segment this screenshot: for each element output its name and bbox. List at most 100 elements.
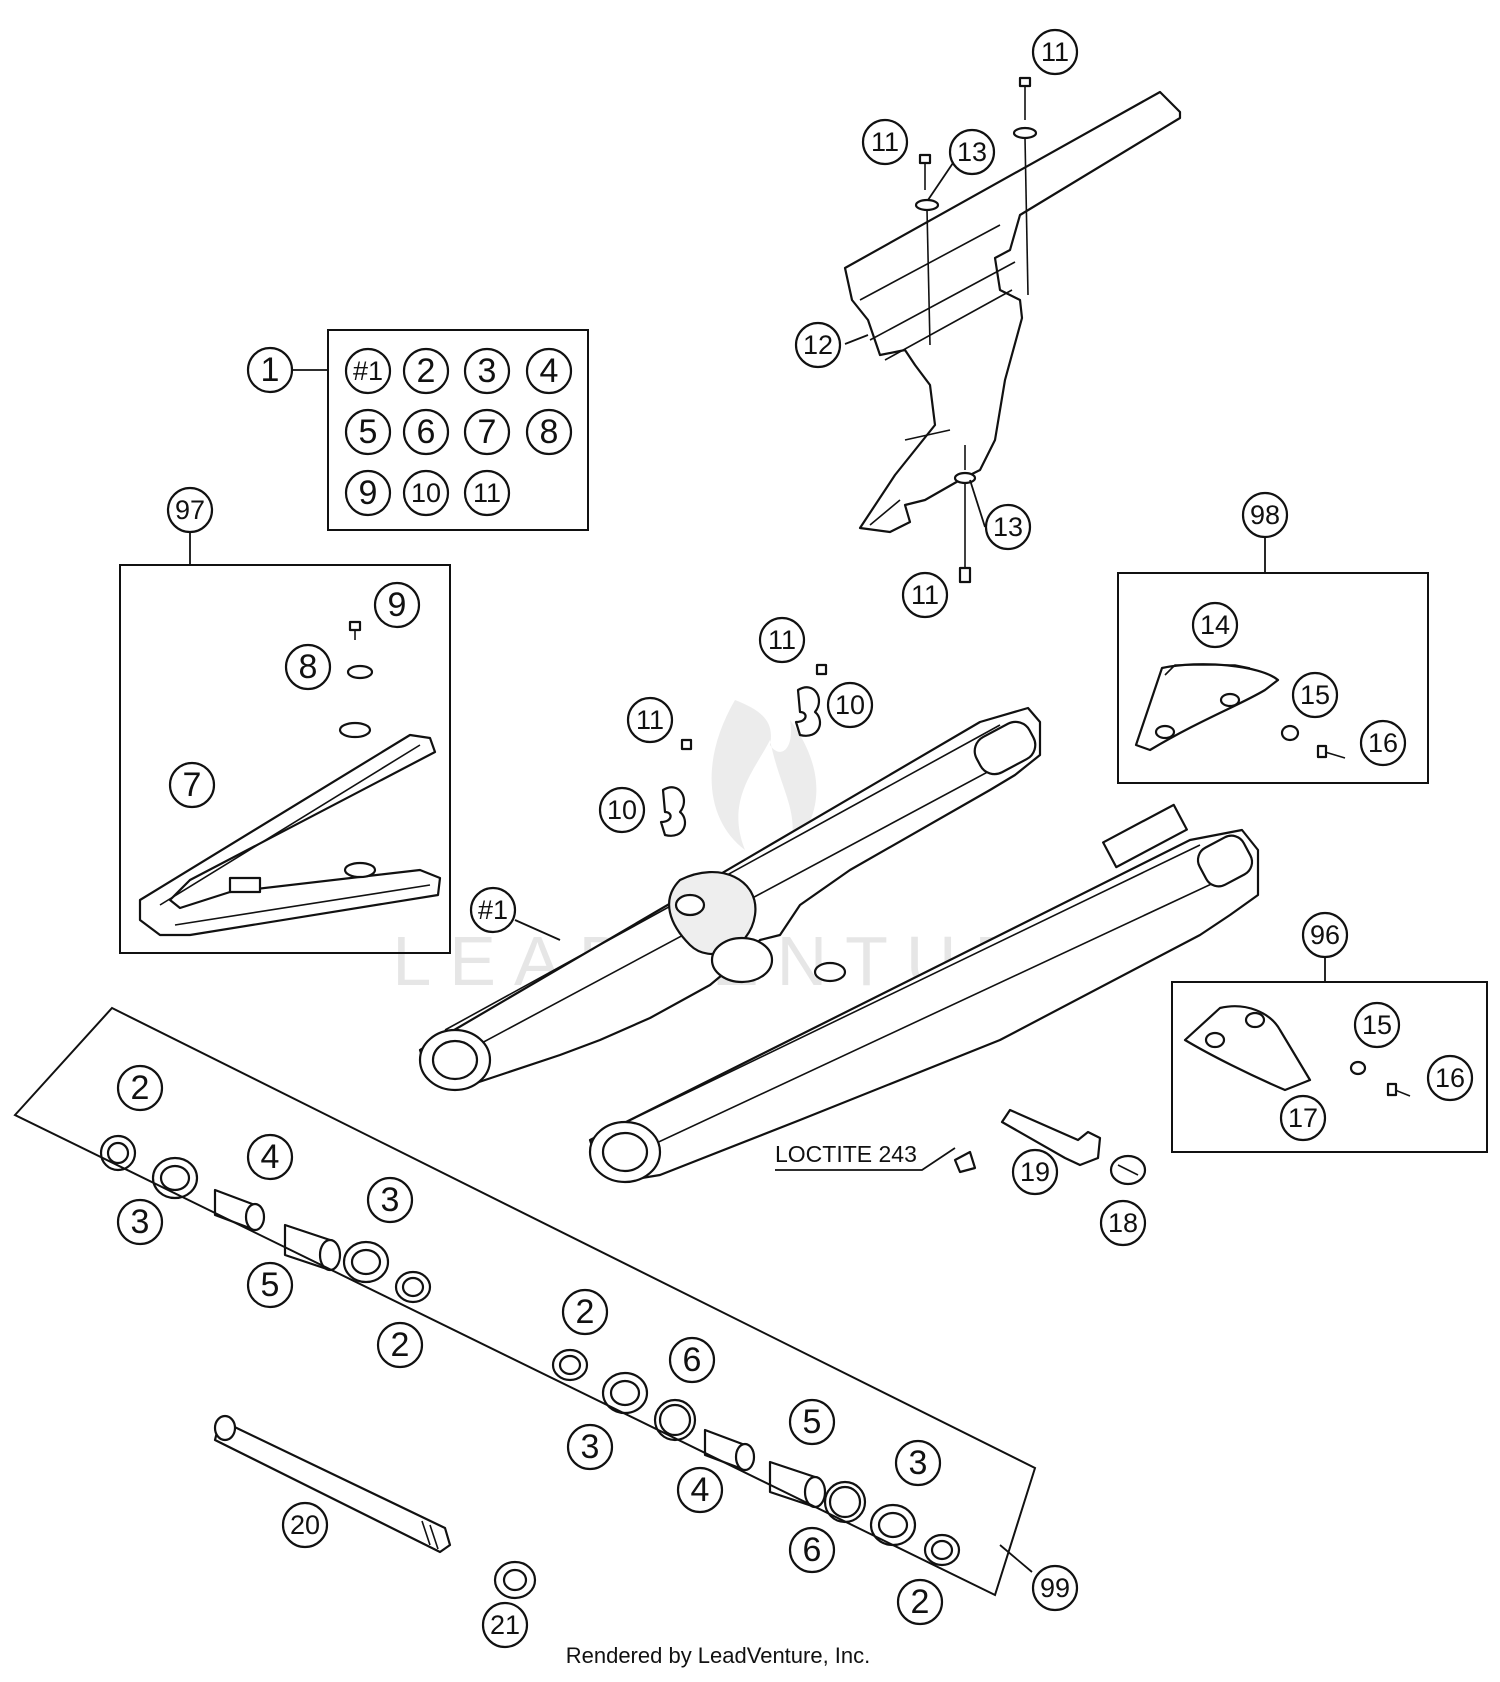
pivot-pin-part <box>953 1108 1147 1186</box>
svg-text:4: 4 <box>540 352 559 390</box>
svg-text:9: 9 <box>388 586 407 624</box>
callout-1[interactable]: 1 <box>246 346 294 394</box>
svg-text:3: 3 <box>381 1181 400 1219</box>
svg-text:3: 3 <box>131 1203 150 1241</box>
callout-15-top[interactable]: 15 <box>1291 671 1339 719</box>
lead-loctite <box>775 1147 956 1171</box>
svg-text:5: 5 <box>261 1266 280 1304</box>
clips-10-part <box>659 663 828 837</box>
svg-text:6: 6 <box>417 413 436 451</box>
callout-17[interactable]: 17 <box>1279 1094 1327 1142</box>
callout-10-right[interactable]: 10 <box>826 681 874 729</box>
svg-text:13: 13 <box>993 512 1023 542</box>
svg-text:8: 8 <box>540 413 559 451</box>
callout-2-c[interactable]: 2 <box>561 1288 609 1336</box>
callout-kit-5[interactable]: 5 <box>344 408 392 456</box>
callout-kit-10[interactable]: 10 <box>402 469 450 517</box>
callout-15-bottom[interactable]: 15 <box>1353 1001 1401 1049</box>
callout-kit-6[interactable]: 6 <box>402 408 450 456</box>
callout-6-a[interactable]: 6 <box>668 1336 716 1384</box>
callout-12[interactable]: 12 <box>794 321 842 369</box>
svg-text:1: 1 <box>261 351 280 389</box>
svg-text:13: 13 <box>957 137 987 167</box>
pivot-axle-part <box>213 1414 537 1600</box>
callout-96[interactable]: 96 <box>1301 911 1349 959</box>
chain-slider-part <box>138 721 442 937</box>
washer-8-part <box>346 664 374 680</box>
svg-text:11: 11 <box>768 625 796 655</box>
callout-4-a[interactable]: 4 <box>246 1133 294 1181</box>
callout-10-left[interactable]: 10 <box>598 786 646 834</box>
svg-text:11: 11 <box>871 127 899 157</box>
lead-1m <box>514 919 561 941</box>
callout-11-top-right[interactable]: 11 <box>1031 28 1079 76</box>
svg-text:97: 97 <box>175 495 205 525</box>
callout-11-mid-right[interactable]: 11 <box>758 616 806 664</box>
footer-credit: Rendered by LeadVenture, Inc. <box>566 1643 871 1668</box>
svg-text:6: 6 <box>803 1531 822 1569</box>
callout-3-a[interactable]: 3 <box>116 1198 164 1246</box>
callout-11-mid-left[interactable]: 11 <box>626 696 674 744</box>
callout-kit-4[interactable]: 4 <box>525 347 573 395</box>
callout-16-bottom[interactable]: 16 <box>1426 1054 1474 1102</box>
callout-9[interactable]: 9 <box>373 581 421 629</box>
svg-text:2: 2 <box>391 1326 410 1364</box>
svg-text:98: 98 <box>1250 500 1280 530</box>
callout-97[interactable]: 97 <box>166 486 214 534</box>
callout-3-c[interactable]: 3 <box>566 1423 614 1471</box>
svg-text:16: 16 <box>1435 1063 1465 1093</box>
svg-text:14: 14 <box>1200 610 1230 640</box>
callout-kit-9[interactable]: 9 <box>344 469 392 517</box>
callout-19[interactable]: 19 <box>1011 1148 1059 1196</box>
callout-13-bottom[interactable]: 13 <box>984 503 1032 551</box>
callout-5-a[interactable]: 5 <box>246 1261 294 1309</box>
callout-99[interactable]: 99 <box>1031 1564 1079 1612</box>
callout-2-b[interactable]: 2 <box>376 1321 424 1369</box>
callout-11-top-left[interactable]: 11 <box>861 118 909 166</box>
callout-21[interactable]: 21 <box>481 1601 529 1649</box>
svg-text:2: 2 <box>911 1583 930 1621</box>
svg-text:4: 4 <box>691 1471 710 1509</box>
callout-2-d[interactable]: 2 <box>896 1578 944 1626</box>
callout-swingarm[interactable]: #1 <box>469 886 517 934</box>
kit-99-box <box>13 1006 1037 1597</box>
callout-kit-3[interactable]: 3 <box>463 347 511 395</box>
svg-text:19: 19 <box>1020 1157 1050 1187</box>
callout-11-guide-bottom[interactable]: 11 <box>901 571 949 619</box>
callout-18[interactable]: 18 <box>1099 1199 1147 1247</box>
svg-text:2: 2 <box>131 1069 150 1107</box>
callout-3-b[interactable]: 3 <box>366 1176 414 1224</box>
kit-1-box <box>327 329 589 531</box>
sprocket-guard-part <box>1134 663 1346 759</box>
callout-kit-2[interactable]: 2 <box>402 347 450 395</box>
callout-14[interactable]: 14 <box>1191 601 1239 649</box>
callout-5-b[interactable]: 5 <box>788 1398 836 1446</box>
svg-text:3: 3 <box>909 1444 928 1482</box>
callout-7[interactable]: 7 <box>168 761 216 809</box>
callout-kit-7[interactable]: 7 <box>463 408 511 456</box>
callout-20[interactable]: 20 <box>281 1501 329 1549</box>
chain-guide-part <box>843 90 1182 534</box>
callout-kit-1[interactable]: #1 <box>344 347 392 395</box>
svg-text:2: 2 <box>576 1293 595 1331</box>
callout-16-top[interactable]: 16 <box>1359 719 1407 767</box>
top-fasteners-part <box>914 76 1038 584</box>
callout-8[interactable]: 8 <box>284 643 332 691</box>
svg-text:15: 15 <box>1300 680 1330 710</box>
callout-98[interactable]: 98 <box>1241 491 1289 539</box>
svg-text:9: 9 <box>359 474 378 512</box>
svg-text:17: 17 <box>1288 1103 1318 1133</box>
callout-2-a[interactable]: 2 <box>116 1064 164 1112</box>
svg-text:3: 3 <box>581 1428 600 1466</box>
callout-6-b[interactable]: 6 <box>788 1526 836 1574</box>
callout-3-d[interactable]: 3 <box>894 1439 942 1487</box>
svg-text:6: 6 <box>683 1341 702 1379</box>
callout-13-top[interactable]: 13 <box>948 128 996 176</box>
callout-kit-11[interactable]: 11 <box>463 469 511 517</box>
callout-kit-8[interactable]: 8 <box>525 408 573 456</box>
callout-4-b[interactable]: 4 <box>676 1466 724 1514</box>
svg-text:#1: #1 <box>353 356 383 386</box>
lead-13b <box>969 479 986 528</box>
svg-text:5: 5 <box>803 1403 822 1441</box>
